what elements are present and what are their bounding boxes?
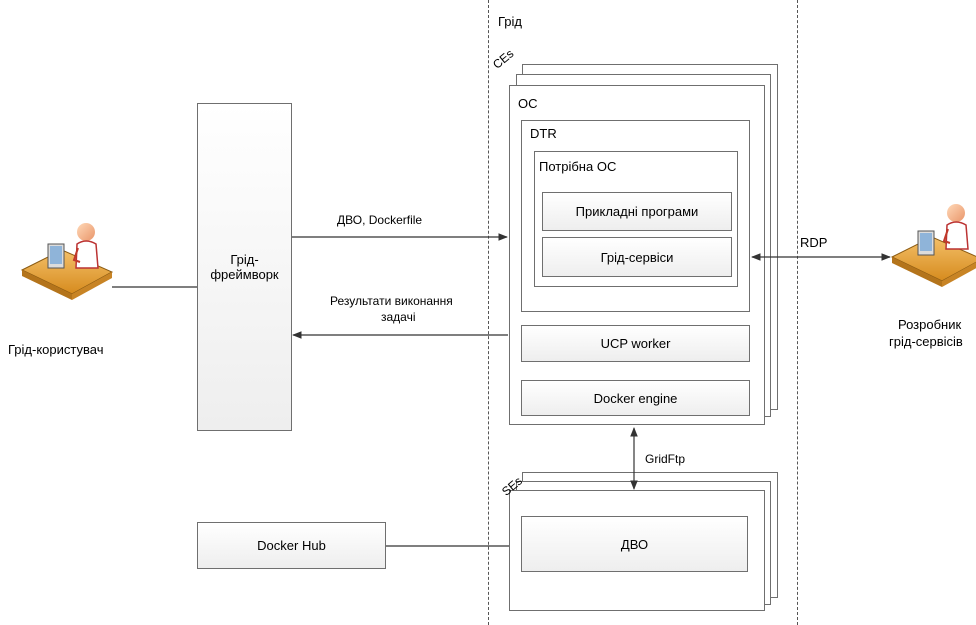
ucp-worker-box: UCP worker xyxy=(521,325,750,362)
gridftp-edge-label: GridFtp xyxy=(645,452,686,466)
docker-engine-label: Docker engine xyxy=(593,390,678,406)
grid-framework-box: Грід- фреймворк xyxy=(197,103,292,431)
dvo-label: ДВО xyxy=(620,536,649,552)
developer-label-line2: грід-сервісів xyxy=(889,334,963,349)
docker-hub-label: Docker Hub xyxy=(257,538,326,553)
submit-edge-label: ДВО, Dockerfile xyxy=(337,213,423,227)
grid-boundary-left xyxy=(488,0,489,625)
dtr-label: DTR xyxy=(530,126,557,141)
docker-hub-box: Docker Hub xyxy=(197,522,386,569)
applied-programs-label: Прикладні програми xyxy=(575,204,699,219)
grid-title: Грід xyxy=(498,14,523,29)
ces-label: CEs xyxy=(490,46,517,72)
grid-services-label: Грід-сервіси xyxy=(600,249,674,265)
rdp-edge-label: RDP xyxy=(800,235,828,250)
developer-label-line1: Розробник xyxy=(898,317,962,332)
dvo-box: ДВО xyxy=(521,516,748,572)
os-label: ОС xyxy=(518,96,538,111)
ucp-worker-label: UCP worker xyxy=(600,336,671,351)
grid-boundary-right xyxy=(797,0,798,625)
required-os-label: Потрібна ОС xyxy=(539,159,617,174)
grid-services-box: Грід-сервіси xyxy=(542,237,732,277)
grid-framework-label-line1: Грід- xyxy=(230,252,259,267)
applied-programs-box: Прикладні програми xyxy=(542,192,732,231)
grid-framework-label-line2: фреймворк xyxy=(210,267,279,282)
developer-icon xyxy=(890,204,976,287)
results-edge-label-line2: задачі xyxy=(381,310,416,324)
grid-user-label: Грід-користувач xyxy=(8,342,104,357)
results-edge-label-line1: Результати виконання xyxy=(330,294,453,308)
docker-engine-box: Docker engine xyxy=(521,380,750,416)
user-icon xyxy=(20,223,114,300)
